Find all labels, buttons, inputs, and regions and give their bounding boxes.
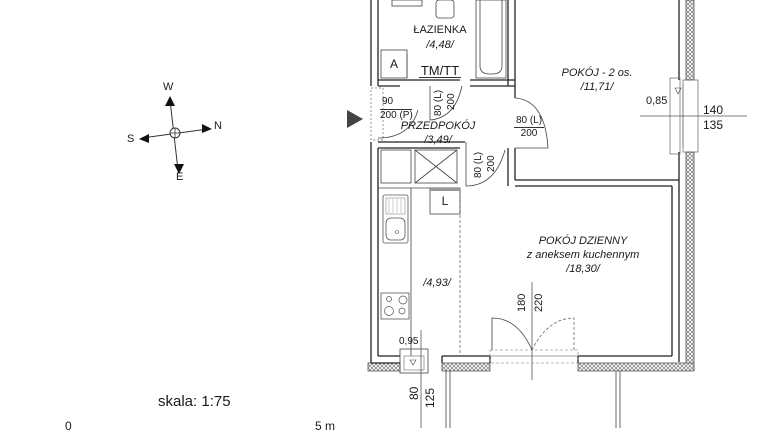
compass-label-east: E (176, 171, 184, 183)
room-area-bedroom: /11,71/ (580, 81, 614, 93)
balcony-door-height: 220 (533, 293, 545, 312)
bedroom-window-sill: 0,85 (646, 95, 668, 107)
kitchen-door-width: 80 (L) (473, 151, 484, 178)
entrance-door-divider (380, 109, 412, 110)
bedroom-window-width: 140 (703, 103, 724, 117)
entrance-door-height: 200 (P) (380, 110, 413, 121)
kitchen-window-width: 80 (407, 386, 421, 400)
bedroom-door-divider (514, 127, 544, 128)
room-name-bathroom: ŁAZIENKA (413, 24, 467, 36)
room-subtitle-living: z aneksem kuchennym (526, 249, 640, 261)
bedroom-window-height: 135 (703, 118, 724, 132)
compass-label-south: S (127, 133, 135, 145)
compass-label-west: W (163, 81, 174, 93)
room-name-bedroom: POKÓJ - 2 os. (561, 67, 633, 79)
bedroom-door-height: 200 (520, 128, 538, 139)
kitchen-door-height: 200 (486, 155, 497, 172)
room-area-living: /18,30/ (566, 263, 600, 275)
room-name-living: POKÓJ DZIENNY (538, 235, 628, 247)
bedroom-door-width: 80 (L) (515, 115, 543, 126)
room-area-bathroom: /4,48/ (426, 39, 454, 51)
bathroom-door-width: 80 (L) (433, 89, 444, 116)
room-area-kitchen: /4,93/ (423, 277, 451, 289)
entrance-door-width: 90 (382, 96, 394, 107)
kitchen-window-sill: 0,95 (399, 336, 419, 347)
compass-icon (139, 96, 212, 174)
entrance-arrow-icon (347, 110, 363, 128)
fridge-marker: L (441, 194, 449, 208)
scale-label: skala: 1:75 (158, 393, 231, 410)
bath-appliance-marker: A (389, 57, 399, 71)
scale-bar-end: 5 m (315, 419, 336, 433)
tm-tt-marker: TM/TT (418, 63, 462, 78)
bathroom-door-height: 200 (446, 93, 457, 110)
balcony-door-width: 180 (516, 293, 528, 312)
room-name-hall: PRZEDPOKÓJ (400, 120, 476, 132)
room-area-hall: /3,49/ (424, 134, 452, 146)
kitchen-window-height: 125 (423, 387, 437, 408)
compass-label-north: N (214, 120, 222, 132)
scale-bar-start: 0 (65, 419, 72, 433)
